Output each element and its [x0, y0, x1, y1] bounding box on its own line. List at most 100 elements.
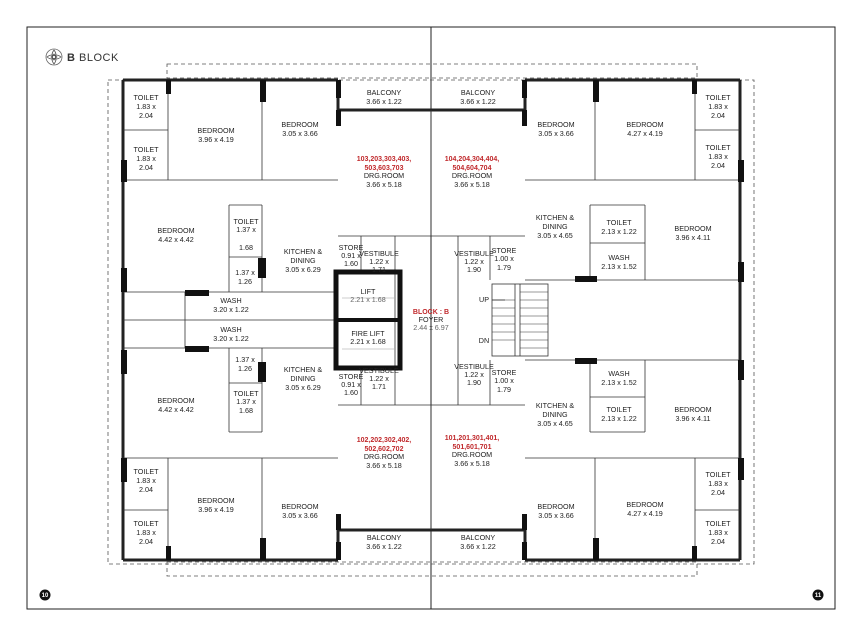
- svg-text:LIFT: LIFT: [361, 287, 376, 296]
- svg-text:503,603,703: 503,603,703: [365, 165, 404, 172]
- svg-text:STORE: STORE: [492, 368, 517, 377]
- svg-text:1.83 x: 1.83 x: [708, 479, 728, 488]
- svg-text:BEDROOM: BEDROOM: [674, 224, 711, 233]
- room-kitchen-tl: KITCHEN & DINING 3.05 x 6.29: [284, 247, 323, 274]
- svg-text:103,203,303,403,: 103,203,303,403,: [357, 156, 412, 163]
- room-bedroom-br: BEDROOM 4.27 x 4.19: [626, 500, 663, 518]
- room-small-l-top: 1.37 x 1.26: [235, 268, 255, 286]
- room-bedroom-r-bottom: BEDROOM 3.96 x 4.11: [674, 405, 711, 423]
- svg-text:DRG.ROOM: DRG.ROOM: [364, 452, 404, 461]
- svg-text:2.04: 2.04: [711, 537, 725, 546]
- room-kitchen-tr: KITCHEN & DINING 3.05 x 4.65: [536, 213, 575, 240]
- room-wash-r-top: WASH 2.13 x 1.52: [601, 253, 637, 271]
- svg-text:TOILET: TOILET: [606, 405, 632, 414]
- svg-text:2.13 x 1.52: 2.13 x 1.52: [601, 262, 637, 271]
- room-store-br: STORE 1.00 x 1.79: [492, 368, 517, 394]
- svg-text:1.00 x: 1.00 x: [494, 376, 514, 385]
- svg-text:WASH: WASH: [608, 369, 629, 378]
- svg-text:3.96 x 4.11: 3.96 x 4.11: [675, 233, 710, 242]
- room-toilet-r-top: TOILET 2.13 x 1.22: [601, 218, 637, 236]
- room-bedroom-l-large: BEDROOM 4.42 x 4.42: [157, 226, 194, 244]
- svg-text:BEDROOM: BEDROOM: [157, 396, 194, 405]
- room-store-tr: STORE 1.00 x 1.79: [492, 246, 517, 272]
- svg-text:10: 10: [42, 593, 49, 599]
- svg-text:TOILET: TOILET: [133, 145, 159, 154]
- fire-lift-label: FIRE LIFT 2.21 x 1.68: [350, 329, 386, 346]
- room-balcony-bl: BALCONY 3.66 x 1.22: [366, 533, 402, 551]
- svg-text:3.05 x 3.66: 3.05 x 3.66: [538, 129, 574, 138]
- svg-text:VESTIBULE: VESTIBULE: [454, 249, 494, 258]
- svg-text:DRG.ROOM: DRG.ROOM: [452, 171, 492, 180]
- svg-text:DRG.ROOM: DRG.ROOM: [364, 171, 404, 180]
- svg-text:BEDROOM: BEDROOM: [626, 500, 663, 509]
- svg-text:3.66 x 1.22: 3.66 x 1.22: [366, 97, 402, 106]
- svg-text:3.66 x 5.18: 3.66 x 5.18: [454, 180, 490, 189]
- stair-up-label: UP: [479, 295, 489, 304]
- room-toilet-bl1: TOILET 1.83 x 2.04: [133, 467, 159, 494]
- svg-text:2.13 x 1.22: 2.13 x 1.22: [601, 227, 637, 236]
- svg-text:1.83 x: 1.83 x: [708, 102, 728, 111]
- svg-text:1.37 x: 1.37 x: [235, 355, 255, 364]
- room-wash-l1: WASH 3.20 x 1.22: [213, 296, 249, 314]
- svg-text:4.27 x 4.19: 4.27 x 4.19: [627, 129, 663, 138]
- svg-text:1.79: 1.79: [497, 263, 511, 272]
- svg-text:VESTIBULE: VESTIBULE: [359, 249, 399, 258]
- svg-text:1.83 x: 1.83 x: [136, 528, 156, 537]
- block-title: B BLOCK: [67, 52, 119, 64]
- svg-text:1.26: 1.26: [238, 364, 252, 373]
- svg-text:1.71: 1.71: [372, 382, 386, 391]
- svg-text:504,604,704: 504,604,704: [453, 165, 492, 172]
- svg-text:BALCONY: BALCONY: [461, 533, 496, 542]
- svg-text:DINING: DINING: [290, 256, 316, 265]
- page-number-left: 10: [39, 589, 51, 601]
- svg-text:KITCHEN &: KITCHEN &: [284, 365, 323, 374]
- svg-text:2.04: 2.04: [139, 537, 153, 546]
- svg-text:1.83 x: 1.83 x: [136, 154, 156, 163]
- room-toilet-br2: TOILET 1.83 x 2.04: [705, 519, 731, 546]
- bottom-balcony-outline: [166, 561, 698, 577]
- room-toilet-br1: TOILET 1.83 x 2.04: [705, 470, 731, 497]
- room-bedroom-br2: BEDROOM 3.05 x 3.66: [537, 502, 574, 520]
- room-kitchen-bl: KITCHEN & DINING 3.05 x 6.29: [284, 365, 323, 392]
- svg-text:2.04: 2.04: [139, 163, 153, 172]
- room-vestibule-bl: VESTIBULE 1.22 x 1.71: [359, 366, 399, 391]
- svg-text:1.68: 1.68: [239, 406, 253, 415]
- svg-text:DINING: DINING: [542, 222, 568, 231]
- svg-text:2.21 x 1.68: 2.21 x 1.68: [350, 337, 386, 346]
- svg-text:DRG.ROOM: DRG.ROOM: [452, 450, 492, 459]
- outline-dashed: [107, 79, 755, 565]
- svg-text:104,204,304,404,: 104,204,304,404,: [445, 156, 500, 163]
- svg-text:WASH: WASH: [220, 296, 241, 305]
- svg-text:3.05 x 4.65: 3.05 x 4.65: [537, 419, 573, 428]
- room-kitchen-br: KITCHEN & DINING 3.05 x 4.65: [536, 401, 575, 428]
- svg-text:3.96 x 4.11: 3.96 x 4.11: [675, 414, 710, 423]
- stair-down-label: DN: [479, 336, 489, 345]
- svg-text:3.05 x 3.66: 3.05 x 3.66: [282, 511, 318, 520]
- staircase[interactable]: [491, 283, 549, 357]
- svg-text:11: 11: [815, 593, 822, 599]
- svg-text:2.44 x 6.97: 2.44 x 6.97: [413, 323, 449, 332]
- svg-text:4.42 x 4.42: 4.42 x 4.42: [158, 405, 194, 414]
- svg-text:FIRE LIFT: FIRE LIFT: [351, 329, 385, 338]
- room-toilet-bl2: TOILET 1.83 x 2.04: [133, 519, 159, 546]
- svg-text:1.00 x: 1.00 x: [494, 254, 514, 263]
- svg-text:BLOCK : B: BLOCK : B: [413, 309, 449, 316]
- svg-text:3.20 x 1.22: 3.20 x 1.22: [213, 334, 249, 343]
- room-vestibule-tr: VESTIBULE 1.22 x 1.90: [454, 249, 494, 274]
- svg-text:KITCHEN &: KITCHEN &: [284, 247, 323, 256]
- svg-text:4.42 x 4.42: 4.42 x 4.42: [158, 235, 194, 244]
- svg-text:1.37 x: 1.37 x: [235, 268, 255, 277]
- svg-text:TOILET: TOILET: [133, 519, 159, 528]
- room-drg-tl: 103,203,303,403, 503,603,703 DRG.ROOM 3.…: [357, 156, 412, 189]
- svg-text:1.79: 1.79: [497, 385, 511, 394]
- svg-text:BEDROOM: BEDROOM: [281, 120, 318, 129]
- svg-text:BEDROOM: BEDROOM: [157, 226, 194, 235]
- svg-text:1.68: 1.68: [239, 243, 253, 252]
- room-vestibule-tl: VESTIBULE 1.22 x 1.71: [359, 249, 399, 274]
- room-balcony-tr: BALCONY 3.66 x 1.22: [460, 88, 496, 106]
- svg-text:1.22 x: 1.22 x: [464, 370, 484, 379]
- svg-text:1.22 x: 1.22 x: [369, 257, 389, 266]
- room-drg-bl: 102,202,302,402, 502,602,702 DRG.ROOM 3.…: [357, 437, 412, 470]
- svg-text:TOILET: TOILET: [133, 93, 159, 102]
